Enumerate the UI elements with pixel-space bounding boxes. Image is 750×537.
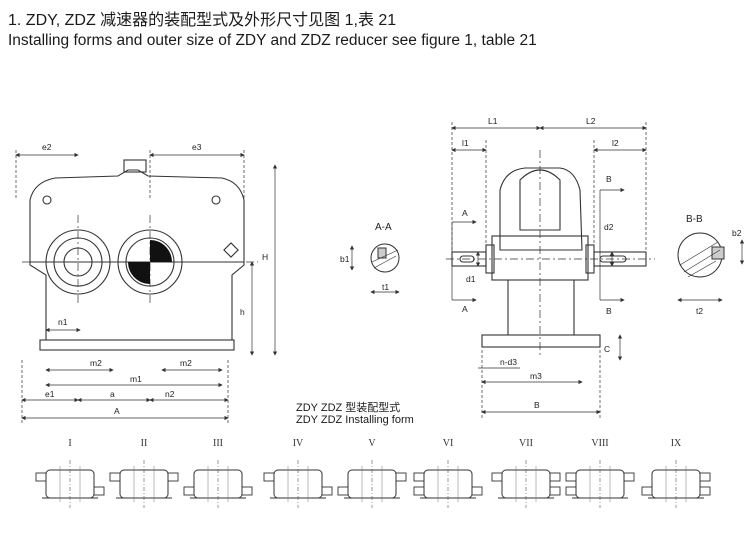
install-form-label: VII xyxy=(519,438,533,449)
shaft-icon xyxy=(413,486,425,496)
dim-A: A xyxy=(114,406,120,416)
shaft-icon xyxy=(565,486,577,496)
title-chinese: 1. ZDY, ZDZ 减速器的装配型式及外形尺寸见图 1,表 21 xyxy=(8,12,397,29)
install-form-label: III xyxy=(213,438,223,449)
dim-e3: e3 xyxy=(192,142,202,152)
shaft-icon xyxy=(263,472,275,482)
shaft-icon xyxy=(549,472,561,482)
dim-e1: e1 xyxy=(45,389,55,399)
dim-b2: b2 xyxy=(732,228,742,238)
section-bb-title: B-B xyxy=(686,214,703,225)
shaft-icon xyxy=(699,486,711,496)
install-form-label: II xyxy=(141,438,148,449)
dim-e2: e2 xyxy=(42,142,52,152)
section-mark-a-top: A xyxy=(462,208,468,218)
dim-l2: l2 xyxy=(612,138,619,148)
shaft-icon xyxy=(183,486,195,496)
dim-m1: m1 xyxy=(130,374,142,384)
install-form-6: VI xyxy=(413,438,483,508)
section-aa xyxy=(349,243,400,295)
dim-d1: d1 xyxy=(466,274,476,284)
install-form-label: IX xyxy=(671,438,682,449)
dim-t2: t2 xyxy=(696,306,703,316)
shaft-icon xyxy=(641,486,653,496)
front-view xyxy=(22,159,258,351)
dim-b1: b1 xyxy=(340,254,350,264)
install-form-8: VIII xyxy=(565,438,635,508)
dim-B: B xyxy=(534,400,540,410)
dim-n2: n2 xyxy=(165,389,175,399)
section-bb xyxy=(677,232,745,303)
section-aa-title: A-A xyxy=(375,222,392,233)
dim-L2: L2 xyxy=(586,116,596,126)
shaft-icon xyxy=(565,472,577,482)
dim-m2-left: m2 xyxy=(90,358,102,368)
dim-h: h xyxy=(240,307,245,317)
dim-d2: d2 xyxy=(604,222,614,232)
shaft-icon xyxy=(167,472,179,482)
section-mark-a-bottom: A xyxy=(462,304,468,314)
shaft-icon xyxy=(241,486,253,496)
dim-H: H xyxy=(262,252,268,262)
install-form-label: I xyxy=(68,438,71,449)
shaft-icon xyxy=(491,472,503,482)
shaft-icon xyxy=(471,486,483,496)
dim-a: a xyxy=(110,389,115,399)
dim-n-d3: n-d3 xyxy=(500,357,517,367)
section-mark-b-bottom: B xyxy=(606,306,612,316)
install-form-4: IV xyxy=(263,438,333,508)
install-form-label: V xyxy=(368,438,376,449)
install-form-1: I xyxy=(35,438,105,508)
install-form-label: IV xyxy=(293,438,304,449)
shaft-icon xyxy=(93,486,105,496)
dim-l1: l1 xyxy=(462,138,469,148)
shaft-icon xyxy=(337,486,349,496)
shaft-icon xyxy=(109,472,121,482)
install-form-label: VI xyxy=(443,438,454,449)
shaft-icon xyxy=(35,472,47,482)
dim-L1: L1 xyxy=(488,116,498,126)
shaft-icon xyxy=(395,472,407,482)
install-form-9: IX xyxy=(641,438,711,508)
install-form-7: VII xyxy=(491,438,561,508)
caption-chinese: ZDY ZDZ 型装配型式 xyxy=(296,402,401,414)
shaft-icon xyxy=(413,472,425,482)
install-form-2: II xyxy=(109,438,179,508)
side-view xyxy=(446,150,655,355)
shaft-icon xyxy=(321,486,333,496)
dim-C: C xyxy=(604,344,610,354)
install-form-3: III xyxy=(183,438,253,508)
center-mark-icon xyxy=(150,240,172,262)
section-mark-b-top: B xyxy=(606,174,612,184)
dim-t1: t1 xyxy=(382,282,389,292)
shaft-icon xyxy=(549,486,561,496)
dim-m3: m3 xyxy=(530,371,542,381)
title-english: Installing forms and outer size of ZDY a… xyxy=(8,32,537,49)
shaft-icon xyxy=(623,472,635,482)
shaft-icon xyxy=(699,472,711,482)
install-form-5: V xyxy=(337,438,407,508)
dim-m2-right: m2 xyxy=(180,358,192,368)
dim-n1: n1 xyxy=(58,317,68,327)
install-form-label: VIII xyxy=(591,438,608,449)
caption-english: ZDY ZDZ Installing form xyxy=(296,414,414,426)
